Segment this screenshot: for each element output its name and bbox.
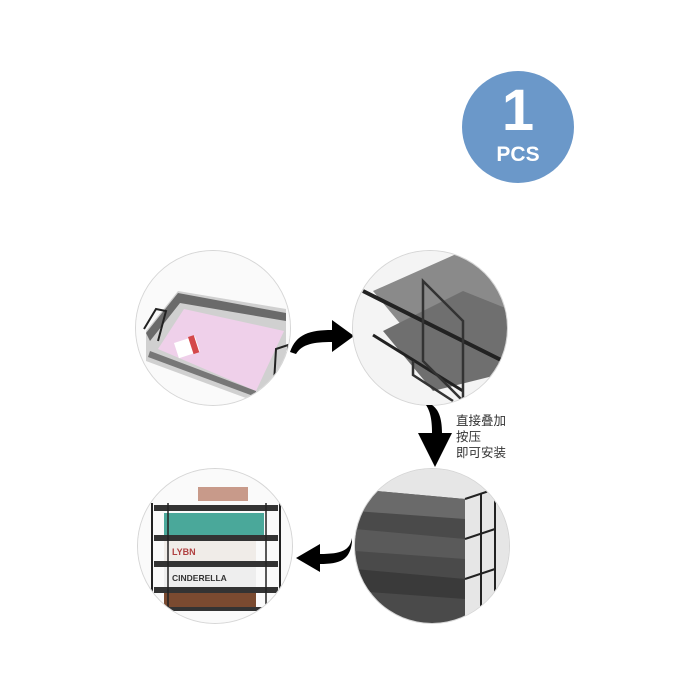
connector-closeup-illustration bbox=[353, 251, 507, 405]
stacked-trays-illustration bbox=[355, 469, 509, 623]
assembly-instruction: 直接叠加 按压 即可安装 bbox=[456, 413, 506, 461]
instruction-line-1: 直接叠加 bbox=[456, 413, 507, 428]
step-4-photo: LYBN CINDERELLA bbox=[137, 468, 293, 624]
single-tray-illustration bbox=[136, 251, 290, 405]
arrow-left-icon bbox=[296, 538, 352, 572]
book-label-cinderella: CINDERELLA bbox=[172, 573, 227, 583]
quantity-number: 1 bbox=[501, 78, 535, 143]
instruction-line-2: 按压 bbox=[456, 429, 482, 444]
quantity-badge: 1 PCS bbox=[462, 71, 574, 183]
quantity-unit: PCS bbox=[496, 143, 540, 166]
four-tier-organizer-illustration: LYBN CINDERELLA bbox=[138, 469, 292, 623]
step-2-photo bbox=[352, 250, 508, 406]
book-label-lybn: LYBN bbox=[172, 547, 196, 557]
arrow-right-icon bbox=[290, 320, 354, 354]
step-3-photo bbox=[354, 468, 510, 624]
instruction-line-3: 即可安装 bbox=[456, 445, 507, 460]
arrow-down-icon bbox=[418, 405, 452, 467]
step-1-photo bbox=[135, 250, 291, 406]
